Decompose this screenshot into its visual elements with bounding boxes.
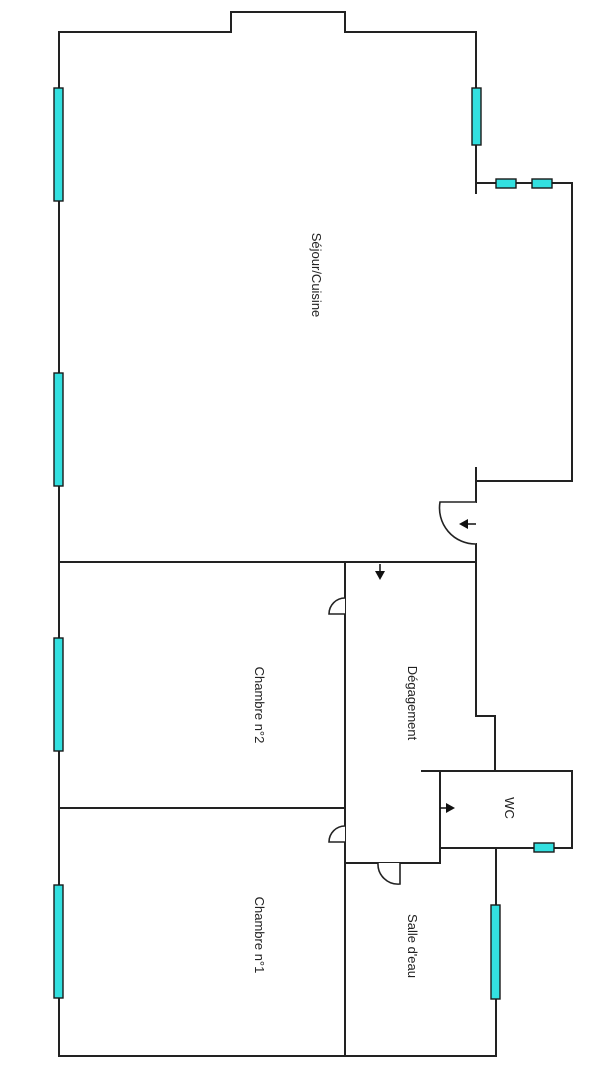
top-wall — [58, 11, 477, 194]
window-icon — [53, 637, 64, 752]
room-label-chambre-2: Chambre n°2 — [252, 667, 267, 744]
window-icon — [471, 87, 482, 146]
window-icon — [490, 904, 501, 1000]
room-label-salle-eau: Salle d'eau — [405, 914, 420, 978]
corridor-arrow-icon — [375, 564, 385, 580]
doors — [328, 501, 477, 885]
room-label-sejour: Séjour/Cuisine — [309, 233, 324, 318]
door-swing-icon — [328, 825, 346, 843]
door-swing-icon — [328, 597, 346, 615]
window-icon — [495, 178, 517, 189]
room-labels: Séjour/Cuisine Chambre n°2 Chambre n°1 D… — [252, 233, 517, 978]
door-swing-icon — [438, 501, 477, 545]
room-label-degagement: Dégagement — [405, 666, 420, 741]
arrows — [375, 519, 476, 813]
window-icon — [53, 87, 64, 202]
entrance-arrow-icon — [459, 519, 476, 529]
right-wall-lower — [475, 543, 496, 772]
window-icon — [531, 178, 553, 189]
room-label-wc: WC — [502, 797, 517, 819]
window-icon — [53, 884, 64, 999]
right-annex-wall — [475, 182, 573, 482]
wc-walls — [421, 770, 573, 864]
windows — [53, 87, 555, 1000]
window-icon — [533, 842, 555, 853]
room-label-chambre-1: Chambre n°1 — [252, 897, 267, 974]
walls — [58, 11, 573, 1057]
door-swing-icon — [377, 862, 401, 885]
wc-arrow-icon — [440, 803, 455, 813]
window-icon — [53, 372, 64, 487]
